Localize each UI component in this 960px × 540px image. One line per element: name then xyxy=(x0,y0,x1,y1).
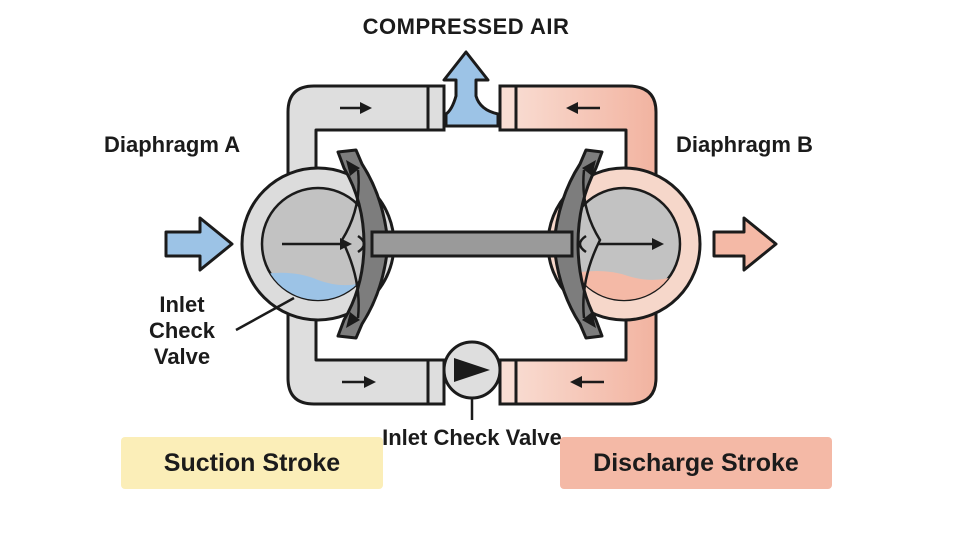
right-pipe xyxy=(498,84,658,406)
inlet-check-valve-left-label: Inlet Check Valve xyxy=(148,292,216,369)
flow-arrows xyxy=(340,102,604,388)
inlet-check-valve-bottom-label: Inlet Check Valve xyxy=(382,425,562,450)
compressed-air-arrow-icon xyxy=(442,50,500,128)
left-pipe xyxy=(286,84,446,406)
diaphragm-b-label: Diaphragm B xyxy=(676,132,813,157)
diaphragm-a xyxy=(336,148,390,340)
diaphragm-a-label: Diaphragm A xyxy=(104,132,241,157)
suction-stroke-badge: Suction Stroke xyxy=(121,437,383,489)
discharge-stroke-label: Discharge Stroke xyxy=(593,448,799,477)
connecting-rod xyxy=(357,230,587,258)
check-valve-icon xyxy=(442,340,502,420)
diaphragm-b xyxy=(552,148,604,340)
outlet-arrow-icon xyxy=(712,216,778,272)
compressed-air-label: COMPRESSED AIR xyxy=(362,14,570,39)
inlet-arrow-icon xyxy=(164,216,234,272)
leader-line-left xyxy=(235,296,295,332)
discharge-stroke-badge: Discharge Stroke xyxy=(560,437,832,489)
suction-stroke-label: Suction Stroke xyxy=(163,448,341,477)
